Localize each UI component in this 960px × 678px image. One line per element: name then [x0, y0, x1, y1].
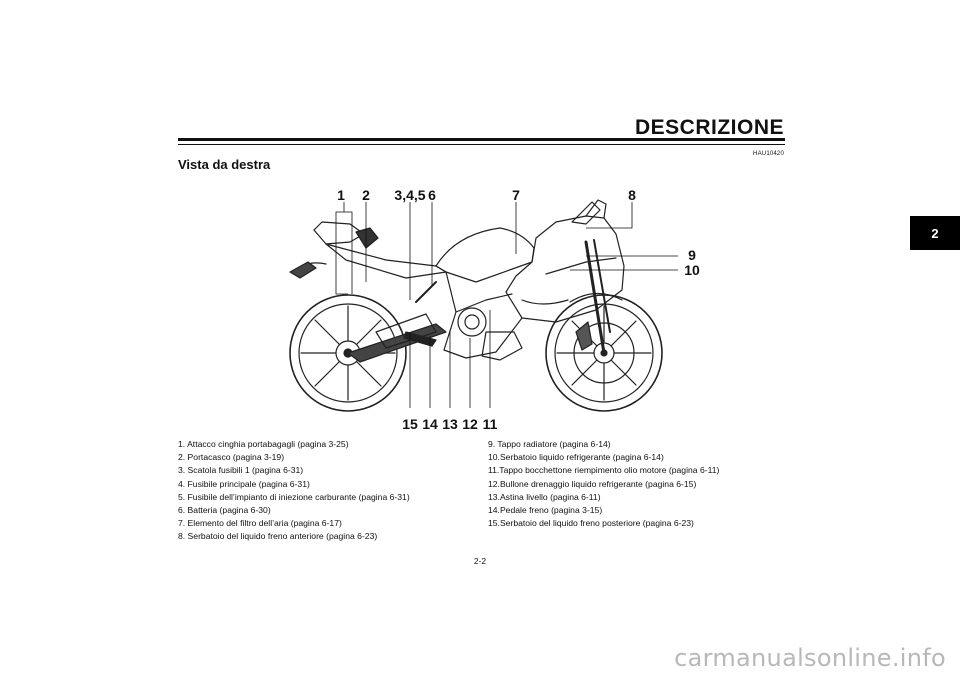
legend-item: 12.Bullone drenaggio liquido refrigerant…	[488, 478, 697, 489]
callout-15: 15	[402, 416, 418, 432]
legend-item: 4. Fusibile principale (pagina 6-31)	[178, 478, 310, 489]
legend-item: 1. Attacco cinghia portabagagli (pagina …	[178, 439, 349, 449]
callout-10: 10	[684, 262, 700, 278]
callout-12: 12	[462, 416, 478, 432]
reference-code: HAU10420	[753, 151, 784, 157]
callout-7: 7	[512, 187, 520, 203]
legend-item: 11.Tappo bocchettone riempimento olio mo…	[488, 465, 720, 476]
callout-14: 14	[422, 416, 438, 432]
legend-item: 5. Fusibile dell’impianto di iniezione c…	[178, 491, 410, 502]
legend-item: 2. Portacasco (pagina 3-19)	[178, 452, 285, 463]
legend-item: 14.Pedale freno (pagina 3-15)	[488, 505, 603, 516]
callout-8: 8	[628, 187, 636, 203]
page-subtitle: Vista da destra	[178, 157, 271, 172]
motorcycle-drawing	[289, 199, 663, 412]
callout-3-4-5: 3,4,5	[394, 187, 425, 203]
callout-leaders	[335, 202, 678, 408]
motorcycle-right-side-figure: 1 2 3,4,5 6 7 8 9 10 11 12 13 14 15	[286, 182, 706, 434]
page-number: 2-2	[473, 556, 487, 566]
legend-item: 3. Scatola fusibili 1 (pagina 6-31)	[178, 465, 304, 476]
legend-item: 13.Astina livello (pagina 6-11)	[488, 491, 601, 502]
legend-item: 15.Serbatoio del liquido freno posterior…	[488, 518, 694, 529]
legend-item: 6. Batteria (pagina 6-30)	[178, 505, 271, 516]
callout-9: 9	[688, 247, 696, 263]
legend-right-column: 9. Tappo radiatore (pagina 6-14) 10.Serb…	[488, 438, 719, 530]
legend-left-column: 1. Attacco cinghia portabagagli (pagina …	[178, 438, 410, 544]
header-rule-thick	[178, 138, 785, 141]
legend-item: 10.Serbatoio liquido refrigerante (pagin…	[488, 452, 664, 463]
legend-item: 8. Serbatoio del liquido freno anteriore…	[178, 531, 378, 542]
header-rule-thin	[178, 144, 785, 145]
chapter-tab: 2	[910, 216, 960, 250]
legend-item: 7. Elemento del filtro dell’aria (pagina…	[178, 518, 342, 529]
callout-6: 6	[428, 187, 436, 203]
watermark: carmanualsonline.info	[674, 644, 946, 672]
section-title: DESCRIZIONE	[634, 116, 784, 139]
callout-2: 2	[362, 187, 370, 203]
callout-numbers: 1 2 3,4,5 6 7 8 9 10 11 12 13 14 15	[337, 187, 700, 432]
callout-11: 11	[483, 416, 498, 432]
legend-item: 9. Tappo radiatore (pagina 6-14)	[488, 439, 611, 449]
callout-1: 1	[337, 187, 345, 203]
callout-13: 13	[442, 416, 458, 432]
